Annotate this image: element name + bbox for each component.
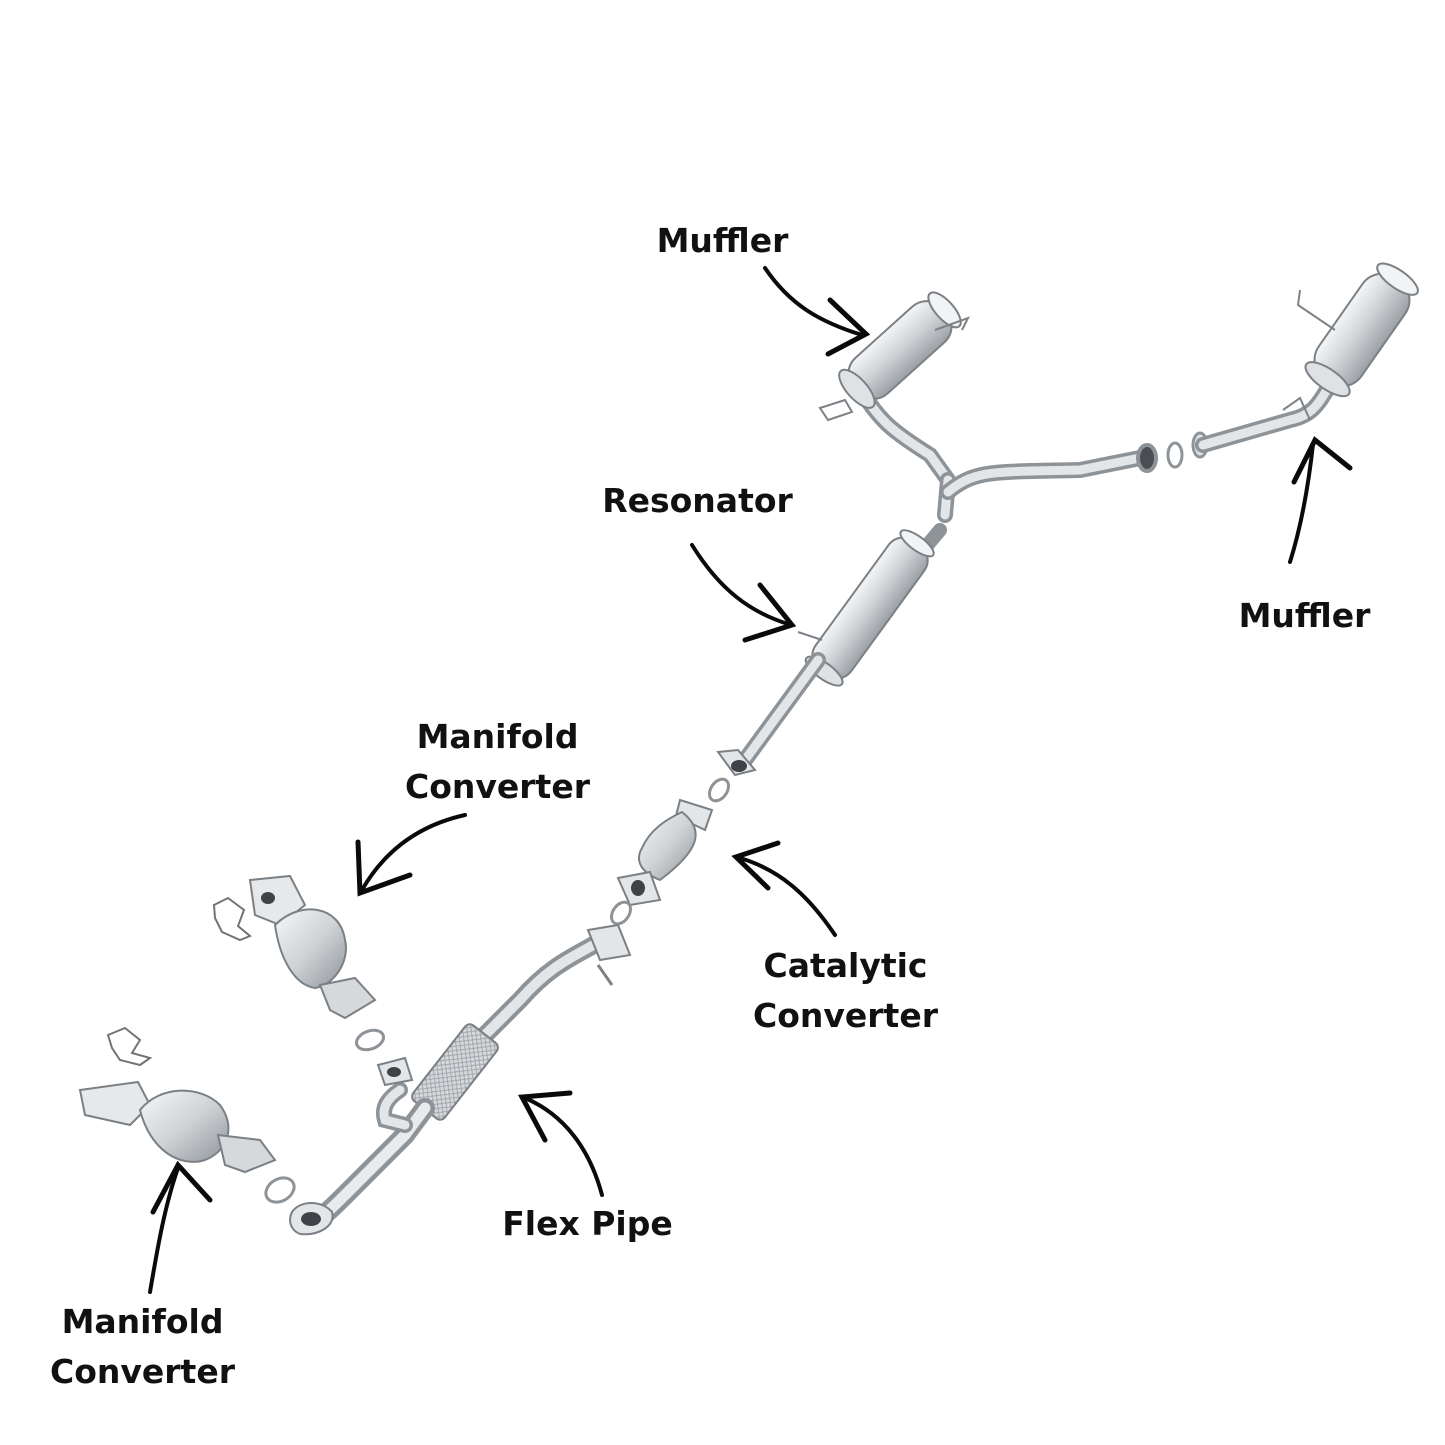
manifold-lower-line1: Manifold [61, 1302, 224, 1341]
curved-arrow-icon [518, 1090, 604, 1197]
resonator [707, 523, 947, 803]
ring-gasket-icon [264, 1176, 296, 1204]
muffler-right-text: Muffler [1238, 596, 1371, 635]
curved-arrow-icon [731, 840, 837, 937]
muffler-right-label: Muffler [1222, 591, 1387, 641]
manifold-upper-line2: Converter [405, 767, 590, 806]
lower-manifold-converter [78, 1026, 296, 1204]
ring-gasket-icon [707, 777, 731, 803]
curved-arrow-icon [148, 1160, 213, 1294]
y-pipe [937, 441, 1184, 523]
ring-gasket-icon [609, 900, 633, 926]
catalytic-line1: Catalytic [763, 946, 928, 985]
flex-pipe-label: Flex Pipe [490, 1199, 685, 1249]
resonator-label: Resonator [590, 476, 805, 526]
curved-arrow-icon [1288, 436, 1353, 564]
resonator-text: Resonator [602, 481, 793, 520]
flex-pipe-text: Flex Pipe [502, 1204, 673, 1243]
catalytic-line2: Converter [753, 996, 938, 1035]
ring-gasket-icon [1166, 441, 1184, 469]
manifold-upper-line1: Manifold [416, 717, 579, 756]
curved-arrow-icon [355, 813, 467, 897]
muffler-left-label: Muffler [640, 216, 805, 266]
muffler-left-text: Muffler [656, 221, 789, 260]
curved-arrow-icon [690, 543, 797, 643]
upper-manifold-converter [212, 874, 377, 1020]
manifold-upper-label: Manifold Converter [390, 712, 605, 812]
flex-pipe [289, 923, 632, 1236]
catalytic-label: Catalytic Converter [738, 941, 953, 1041]
right-muffler [1191, 262, 1419, 459]
catalytic-converter [609, 798, 714, 926]
manifold-lower-line2: Converter [50, 1352, 235, 1391]
curved-arrow-icon [763, 266, 871, 357]
manifold-lower-label: Manifold Converter [35, 1297, 250, 1397]
left-muffler [818, 291, 971, 488]
ring-gasket-icon [354, 1028, 386, 1052]
